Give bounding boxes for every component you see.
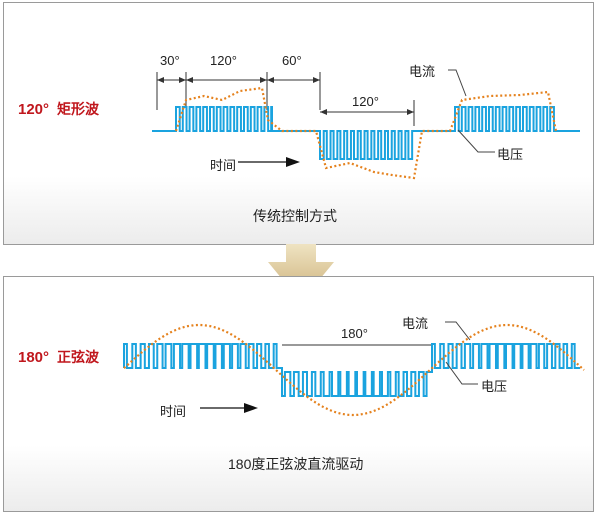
bottom-current-label: 电流 bbox=[402, 316, 429, 331]
dim-arrowhead bbox=[260, 77, 267, 83]
dim-arrowhead bbox=[267, 77, 274, 83]
seg-180-label: 180° bbox=[341, 326, 368, 341]
seg-30-label: 30° bbox=[160, 53, 180, 68]
dim-arrowhead bbox=[407, 109, 414, 115]
current-leader-line bbox=[448, 69, 467, 97]
current-leader-line bbox=[445, 321, 471, 341]
time-arrowhead bbox=[286, 157, 300, 167]
seg-120-label: 120° bbox=[210, 53, 237, 68]
dim-arrowhead bbox=[320, 109, 327, 115]
dim-arrowhead bbox=[179, 77, 186, 83]
seg-120-low-label: 120° bbox=[352, 94, 379, 109]
top-voltage-label: 电压 bbox=[497, 147, 524, 162]
top-mode-label: 120° 矩形波 bbox=[18, 99, 99, 119]
dim-arrowhead bbox=[157, 77, 164, 83]
dim-arrowhead bbox=[313, 77, 320, 83]
bottom-voltage-label: 电压 bbox=[481, 379, 508, 394]
bottom-caption: 180度正弦波直流驱动 bbox=[228, 456, 364, 472]
bottom-angle-label: 180° bbox=[18, 349, 50, 366]
bottom-mode-label: 180° 正弦波 bbox=[18, 347, 99, 367]
top-caption: 传统控制方式 bbox=[253, 208, 337, 224]
top-angle-label: 120° bbox=[18, 101, 50, 118]
time-arrowhead bbox=[244, 403, 258, 413]
bottom-voltage-waveform bbox=[123, 343, 580, 397]
top-current-label: 电流 bbox=[409, 64, 436, 79]
dim-arrowhead bbox=[186, 77, 193, 83]
bottom-current-waveform bbox=[123, 323, 585, 417]
voltage-leader-line bbox=[445, 361, 478, 385]
voltage-leader-line bbox=[457, 129, 495, 153]
bottom-time-label: 时间 bbox=[160, 404, 187, 419]
top-voltage-waveform bbox=[152, 106, 580, 160]
seg-60-label: 60° bbox=[282, 53, 302, 68]
top-time-label: 时间 bbox=[210, 158, 237, 173]
bottom-mode-name: 正弦波 bbox=[57, 349, 100, 365]
top-mode-name: 矩形波 bbox=[57, 101, 100, 117]
down-arrow-icon bbox=[268, 244, 334, 302]
